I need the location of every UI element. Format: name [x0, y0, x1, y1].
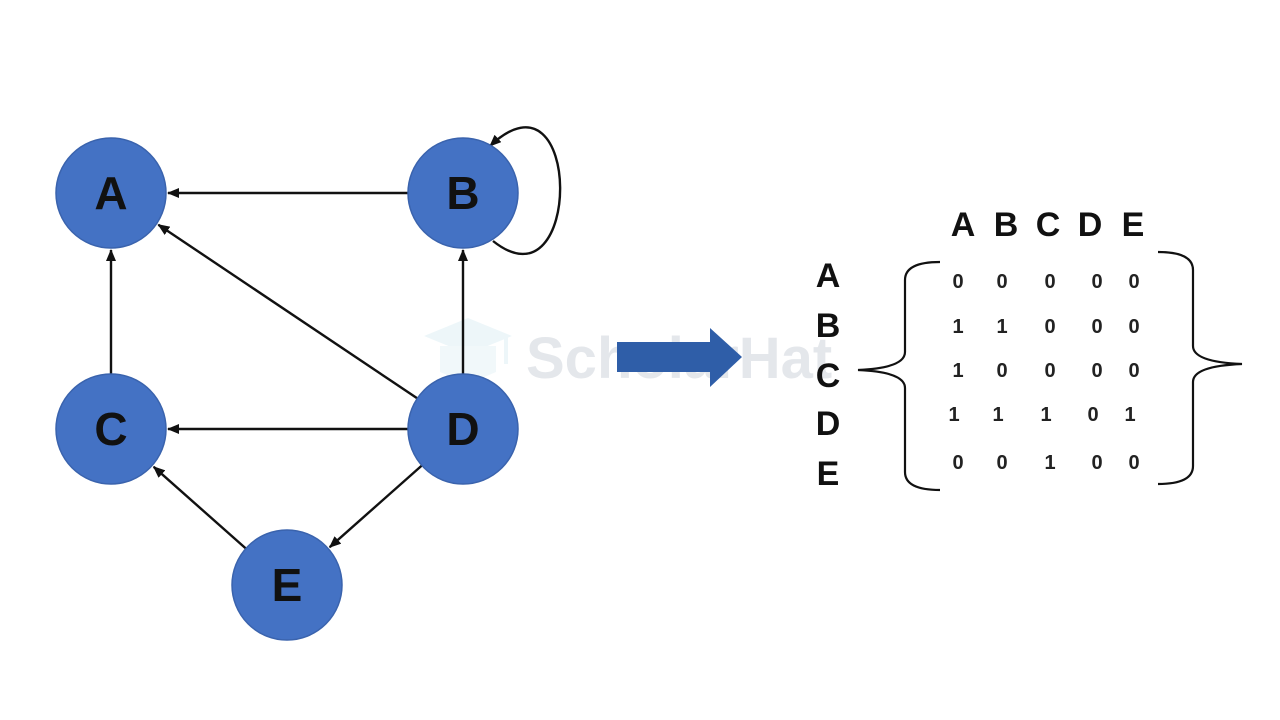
matrix-cell: 1	[992, 404, 1003, 426]
row-header-e: E	[817, 455, 840, 493]
matrix-cell: 1	[1040, 404, 1051, 426]
node-label: A	[94, 167, 127, 219]
matrix-cell: 0	[952, 452, 963, 474]
node-circle	[55, 373, 167, 485]
node-label: B	[446, 167, 479, 219]
matrix-cell: 0	[1128, 316, 1139, 338]
row-header-a: A	[816, 257, 841, 295]
node-label: C	[94, 403, 127, 455]
graph-edges	[106, 126, 562, 550]
node-circle	[55, 137, 167, 249]
node-circle	[407, 373, 519, 485]
node-b: B	[407, 137, 519, 249]
edge-e-to-c	[152, 465, 247, 550]
matrix-cell: 0	[996, 271, 1007, 293]
column-header-b: B	[994, 206, 1019, 244]
matrix-cell: 1	[948, 404, 959, 426]
edge-b-to-b	[489, 126, 562, 256]
node-circle	[231, 529, 343, 641]
right-brace	[1157, 250, 1243, 486]
matrix-cell: 0	[1128, 452, 1139, 474]
node-circle	[407, 137, 519, 249]
matrix-cell: 0	[1044, 316, 1055, 338]
column-header-c: C	[1036, 206, 1061, 244]
transform-arrow-icon	[617, 328, 742, 387]
node-a: A	[55, 137, 167, 249]
matrix-cell: 0	[1044, 271, 1055, 293]
matrix-cell: 0	[1128, 360, 1139, 382]
row-header-d: D	[816, 405, 841, 443]
left-brace	[857, 260, 941, 492]
node-c: C	[55, 373, 167, 485]
matrix-cell: 0	[1091, 452, 1102, 474]
row-header-b: B	[816, 307, 841, 345]
matrix-cell: 1	[952, 316, 963, 338]
edge-d-to-a	[157, 223, 418, 400]
matrix-cell: 1	[1044, 452, 1055, 474]
column-header-d: D	[1078, 206, 1103, 244]
matrix-cell: 0	[1128, 271, 1139, 293]
matrix-cell: 1	[952, 360, 963, 382]
matrix-cell: 0	[1044, 360, 1055, 382]
edge-d-to-e	[328, 464, 423, 549]
matrix-cell: 0	[1091, 271, 1102, 293]
graduation-cap-icon	[424, 318, 512, 384]
node-e: E	[231, 529, 343, 641]
matrix-cell: 0	[1091, 360, 1102, 382]
node-d: D	[407, 373, 519, 485]
column-header-a: A	[951, 206, 976, 244]
matrix-cell: 0	[952, 271, 963, 293]
matrix-cell: 0	[1091, 316, 1102, 338]
row-header-c: C	[816, 357, 841, 395]
matrix-cell: 1	[1124, 404, 1135, 426]
matrix-cell: 0	[996, 360, 1007, 382]
node-label: E	[272, 559, 303, 611]
matrix-cell: 1	[996, 316, 1007, 338]
graph-nodes: A B C D E	[55, 137, 519, 641]
column-header-e: E	[1122, 206, 1145, 244]
node-label: D	[446, 403, 479, 455]
matrix-cell: 0	[1087, 404, 1098, 426]
matrix-cell: 0	[996, 452, 1007, 474]
